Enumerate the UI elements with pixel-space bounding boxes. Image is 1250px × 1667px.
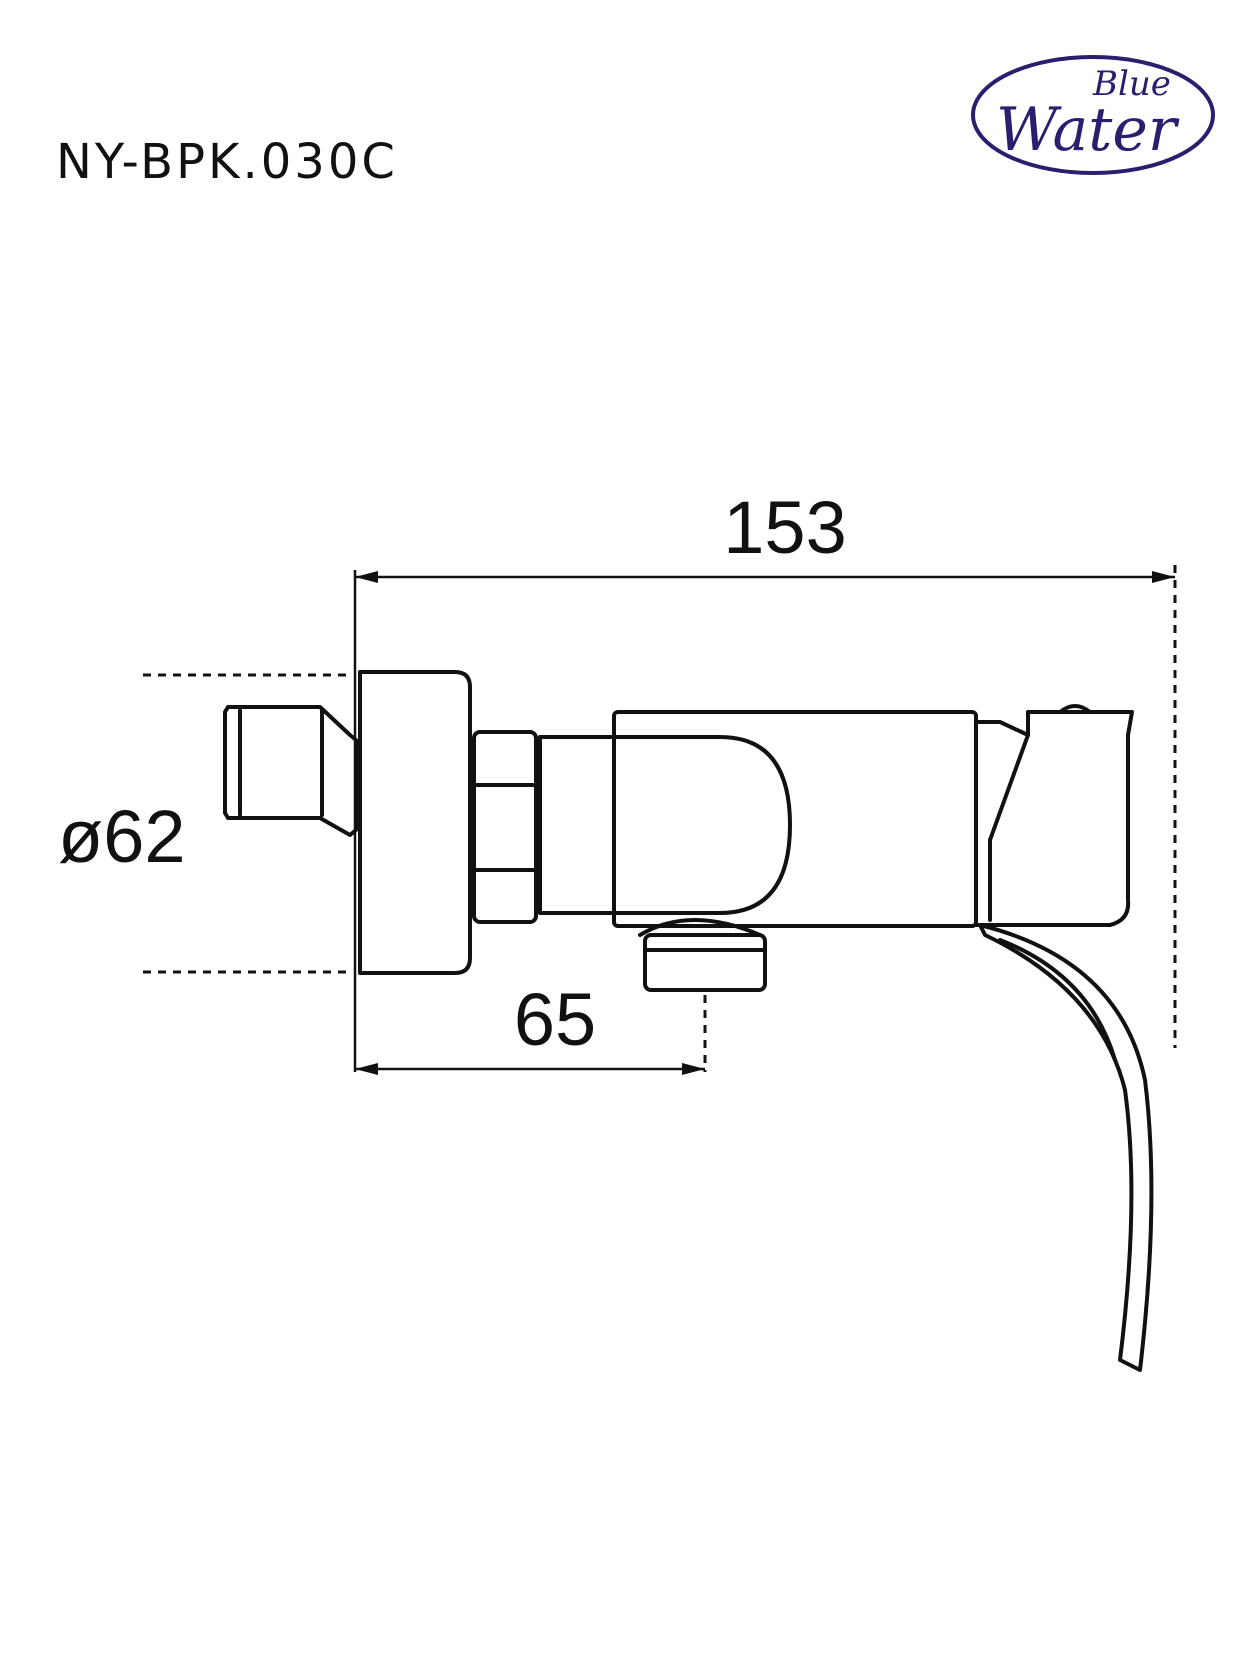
logo-text-blue: Blue bbox=[1092, 64, 1171, 104]
flange-diameter-label: ø62 bbox=[58, 795, 186, 878]
overall-length-label: 153 bbox=[723, 486, 846, 569]
outlet-offset-label: 65 bbox=[514, 978, 596, 1061]
dimension-outlet-offset: 65 bbox=[355, 978, 707, 1075]
brand-logo: Blue Water bbox=[971, 55, 1215, 175]
faucet-outline bbox=[223, 670, 1154, 1372]
logo-text-water: Water bbox=[996, 95, 1180, 165]
dimension-flange-diameter: ø62 bbox=[58, 673, 352, 974]
model-code: NY-BPK.030C bbox=[56, 134, 398, 190]
dimension-overall-length: 153 bbox=[353, 486, 1177, 1072]
